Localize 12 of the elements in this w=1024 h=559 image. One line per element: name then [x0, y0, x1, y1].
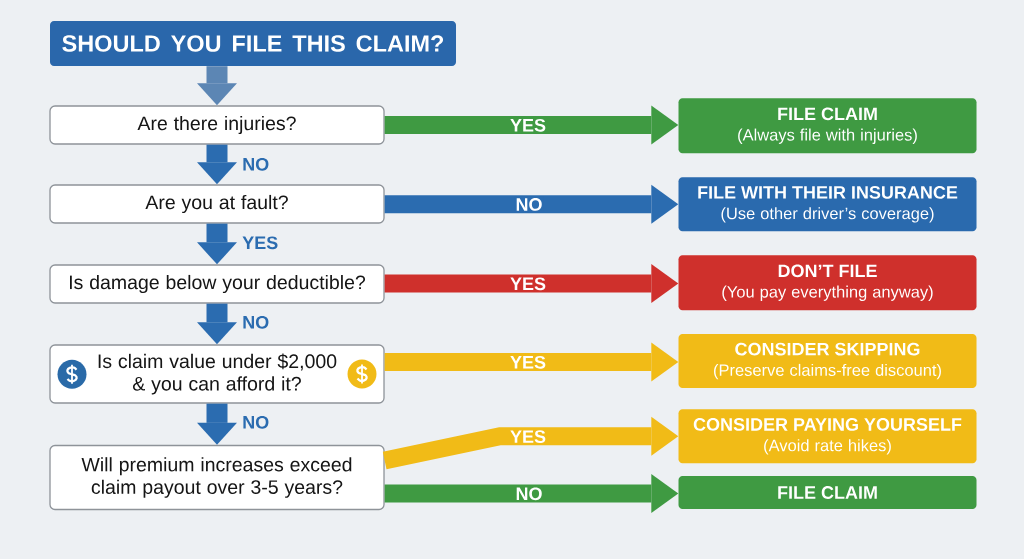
- question-box: Is claim value under $2,000 & you can afford it?: [49, 344, 385, 404]
- edge-label: YES: [241, 235, 280, 250]
- question-box: Will premium increases exceed claim payout over 3-5 years?: [49, 444, 385, 511]
- question-box: Are there injuries?: [49, 105, 385, 145]
- outcome-box: FILE WITH THEIR INSURANCE (Use other driver’s coverage): [678, 177, 977, 232]
- edge-label: NO: [241, 156, 271, 172]
- question-box: Is damage below your deductible?: [49, 264, 385, 304]
- edge-label: YES: [509, 276, 547, 291]
- edge-label: YES: [509, 117, 547, 133]
- title-banner: SHOULD YOU FILE THIS CLAIM?: [50, 21, 456, 66]
- edge-label: NO: [514, 486, 544, 501]
- question-box: Are you at fault?: [49, 184, 385, 224]
